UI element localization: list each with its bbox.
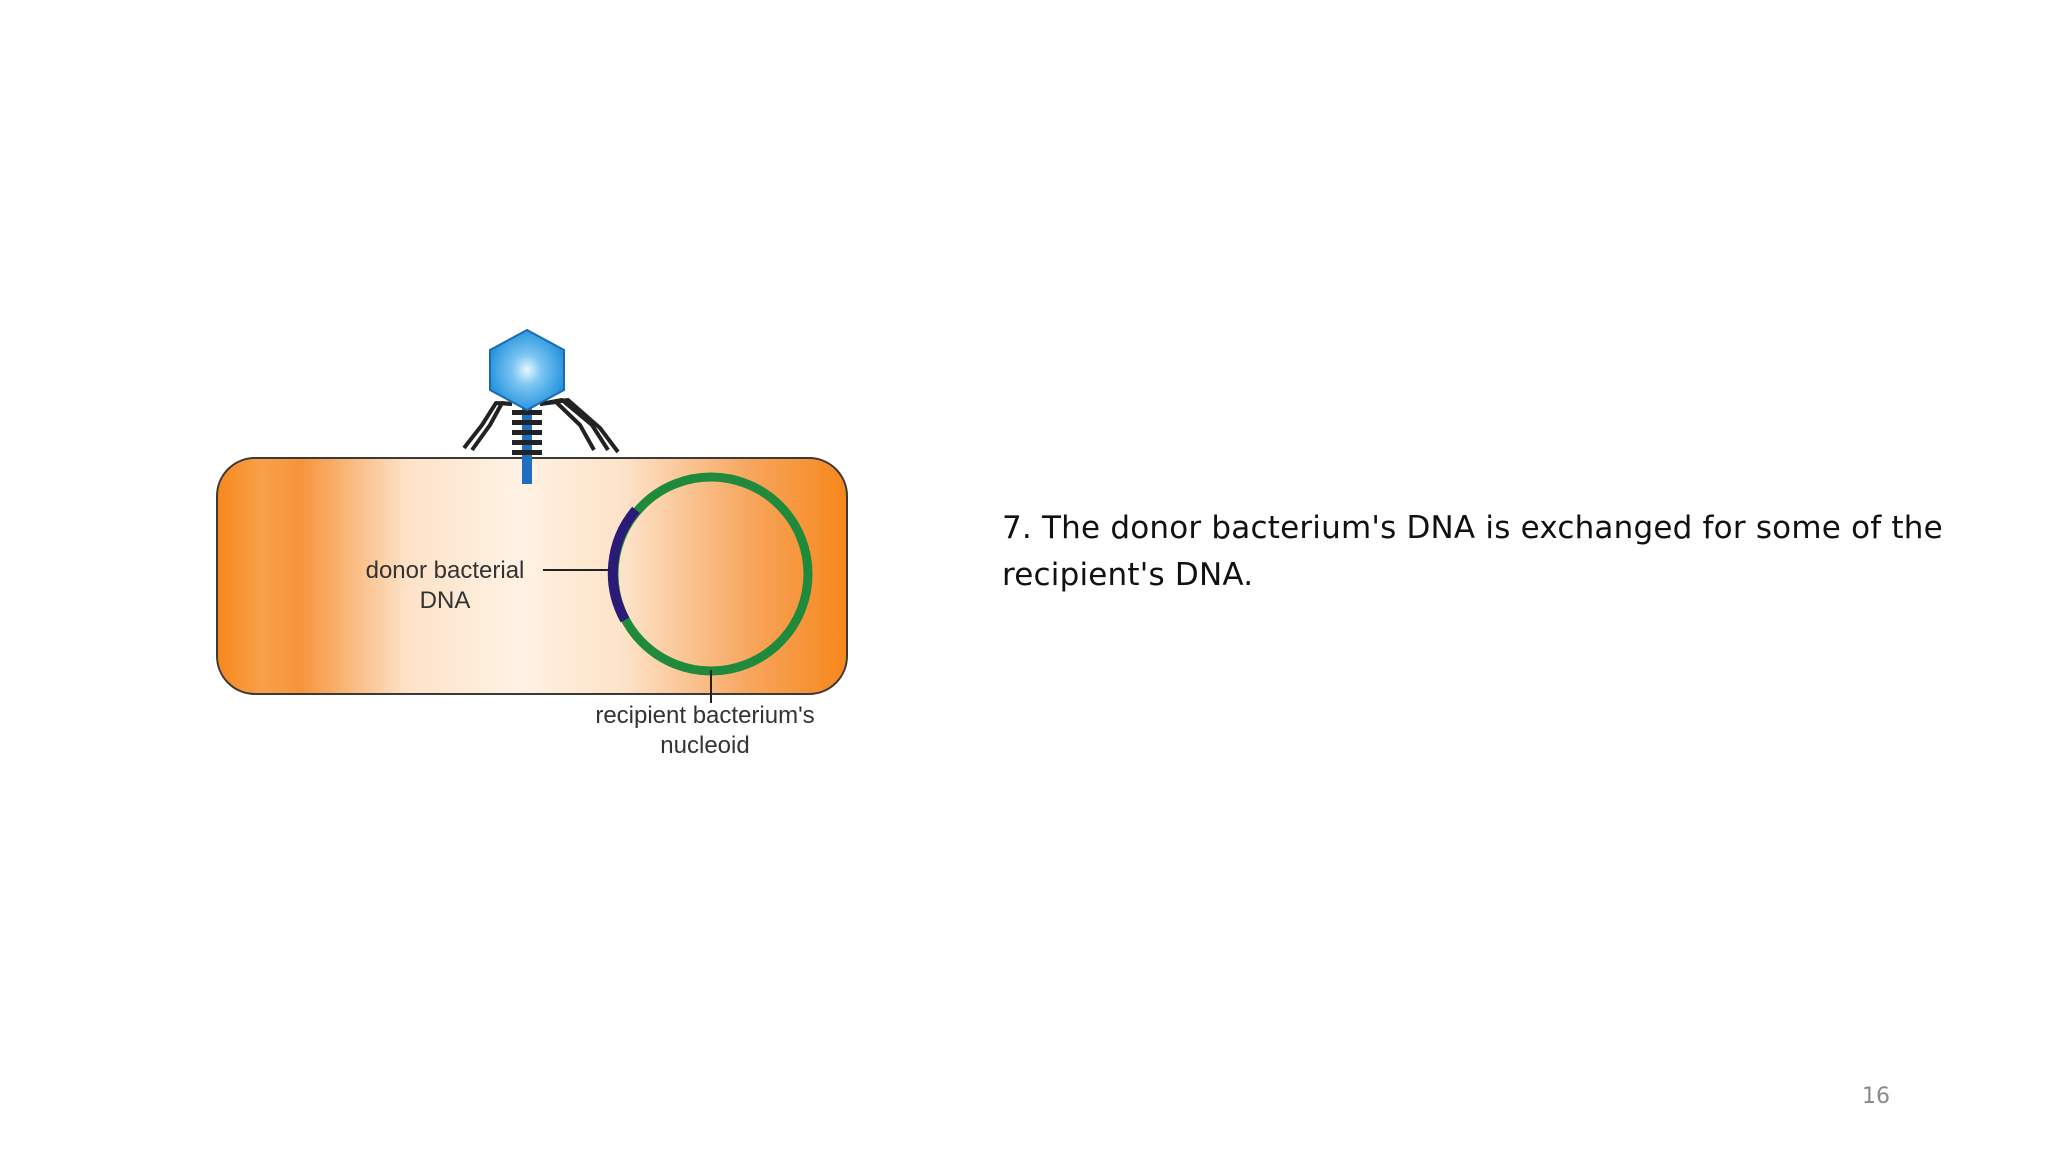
phage-legs xyxy=(462,398,620,454)
phage-tail xyxy=(512,398,542,484)
diagram-svg: donor bacterial DNA recipient bacterium'… xyxy=(216,328,848,759)
donor-dna-segment xyxy=(607,506,640,623)
nucleoid-label-line2: nucleoid xyxy=(660,732,749,759)
transduction-diagram: donor bacterial DNA recipient bacterium'… xyxy=(200,320,860,770)
slide-body-text: 7. The donor bacterium's DNA is exchange… xyxy=(1002,510,1943,593)
donor-dna-label-line1: donor bacterial xyxy=(366,557,525,584)
bacteriophage-icon xyxy=(489,328,565,412)
page-number: 16 xyxy=(1862,1084,1890,1109)
donor-dna-label-line2: DNA xyxy=(420,587,471,614)
nucleoid-label-line1: recipient bacterium's xyxy=(595,702,814,729)
